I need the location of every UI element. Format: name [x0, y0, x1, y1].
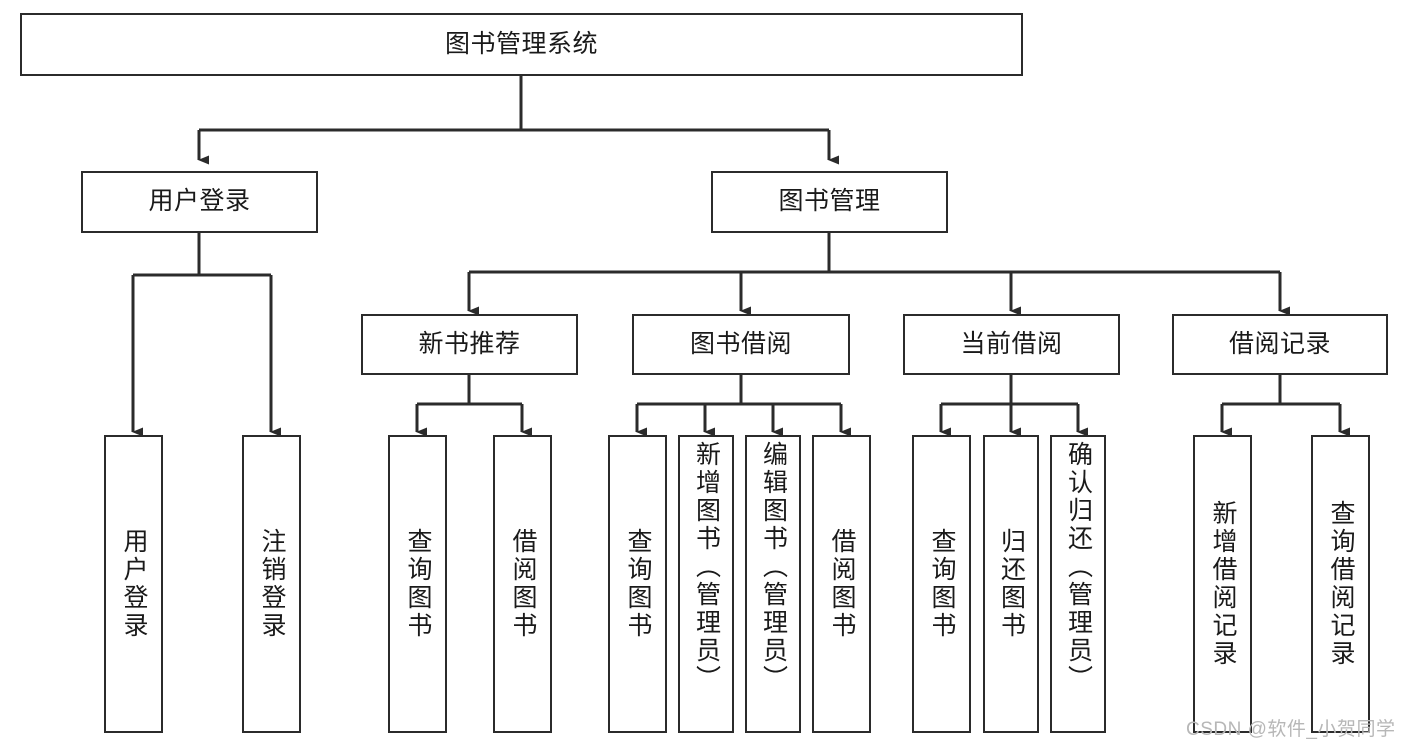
node-new-book-recommend[interactable]: 新书推荐	[361, 314, 578, 375]
node-label: 借阅图书	[828, 528, 856, 640]
leaf-query-borrow-record[interactable]: 查询借阅记录	[1311, 435, 1370, 733]
node-label: 查询图书	[404, 528, 432, 640]
node-label: 当前借阅	[960, 329, 1063, 358]
leaf-borrow-book-borrow[interactable]: 借阅图书	[812, 435, 871, 733]
node-label: 用户登录	[148, 187, 251, 216]
node-label: 查询图书	[928, 528, 956, 640]
node-borrow-record[interactable]: 借阅记录	[1172, 314, 1388, 375]
node-label: 新书推荐	[418, 329, 521, 358]
leaf-add-borrow-record[interactable]: 新增借阅记录	[1193, 435, 1252, 733]
node-book-manage[interactable]: 图书管理	[711, 171, 948, 233]
leaf-query-book-current[interactable]: 查询图书	[912, 435, 971, 733]
leaf-borrow-book-rec[interactable]: 借阅图书	[493, 435, 552, 733]
node-label: 图书管理系统	[444, 29, 598, 58]
node-label: 用户登录	[120, 528, 148, 640]
node-label: 新增借阅记录	[1209, 500, 1237, 668]
leaf-user-login[interactable]: 用户登录	[104, 435, 163, 733]
node-root-system[interactable]: 图书管理系统	[20, 13, 1023, 76]
node-label: 图书借阅	[689, 329, 792, 358]
node-label: 归还图书	[997, 528, 1026, 640]
leaf-query-book-rec[interactable]: 查询图书	[388, 435, 447, 733]
node-user-login[interactable]: 用户登录	[81, 171, 318, 233]
leaf-return-book[interactable]: 归还图书	[983, 435, 1039, 733]
node-label: 编辑图书（管理员）	[759, 441, 788, 693]
node-label: 新增图书（管理员）	[692, 441, 721, 693]
node-book-borrow[interactable]: 图书借阅	[632, 314, 850, 375]
node-label: 图书管理	[778, 187, 881, 216]
leaf-confirm-return-admin[interactable]: 确认归还（管理员）	[1050, 435, 1106, 733]
node-label: 确认归还（管理员）	[1064, 441, 1093, 693]
leaf-edit-book-admin[interactable]: 编辑图书（管理员）	[745, 435, 801, 733]
leaf-logout-login[interactable]: 注销登录	[242, 435, 301, 733]
node-label: 借阅记录	[1228, 329, 1331, 358]
leaf-query-book-borrow[interactable]: 查询图书	[608, 435, 667, 733]
node-label: 注销登录	[258, 528, 286, 640]
node-label: 借阅图书	[509, 528, 537, 640]
node-label: 查询借阅记录	[1327, 500, 1355, 668]
node-label: 查询图书	[624, 528, 652, 640]
node-current-borrow[interactable]: 当前借阅	[903, 314, 1120, 375]
csdn-watermark: CSDN @软件_小贺同学	[1186, 719, 1396, 740]
leaf-add-book-admin[interactable]: 新增图书（管理员）	[678, 435, 734, 733]
